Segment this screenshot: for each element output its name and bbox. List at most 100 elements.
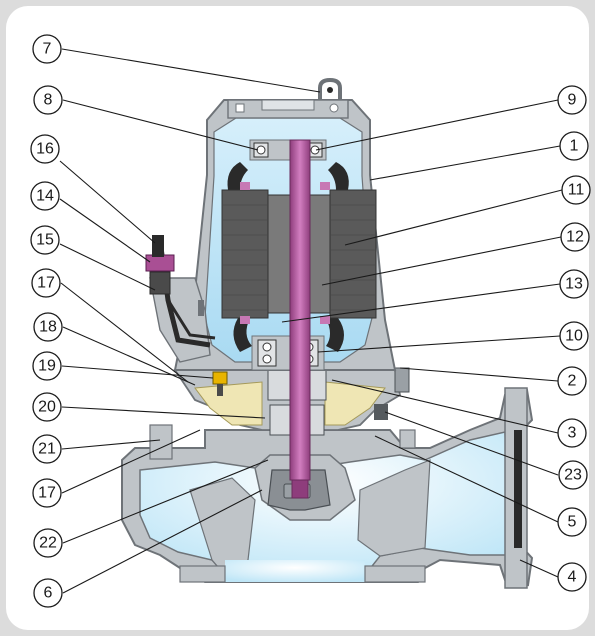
svg-text:7: 7 [43,41,52,58]
leader-23 [384,411,559,476]
svg-text:15: 15 [36,232,54,249]
callout: 22 [33,528,63,558]
callout: 5 [557,507,587,537]
inspection-plug [212,371,228,385]
leader-11 [344,189,563,246]
stator-winding-left-top [227,162,248,190]
svg-text:20: 20 [38,399,56,416]
leader-15 [59,243,156,291]
shaft-tip [291,479,309,499]
svg-text:18: 18 [39,319,57,336]
callout: 4 [557,562,587,592]
lifting-eye-hole [327,87,333,93]
svg-text:17: 17 [37,275,55,292]
callout: 23 [558,460,588,490]
leader-10 [317,335,561,353]
cable-gland [145,254,175,272]
oil-chamber-right [324,381,386,426]
callout: 21 [32,434,62,464]
svg-text:10: 10 [565,328,583,345]
volute-right-partition [357,459,431,557]
top-screw [329,103,339,113]
leader-lines [59,48,563,594]
leader-1 [369,145,561,181]
side-clamp-right [394,367,410,393]
callout: 17 [31,268,61,298]
housing-screw [198,300,204,316]
svg-text:6: 6 [44,585,53,602]
svg-text:14: 14 [36,188,54,205]
callout: 12 [560,222,590,252]
suction-inlet [225,560,365,582]
stator-winding-right-bot [326,318,344,352]
cable-sheath [152,235,164,257]
top-small-square [235,103,245,113]
svg-text:5: 5 [568,514,577,531]
rotor-left [267,194,291,314]
callout: 17 [32,478,62,508]
lower-bearing-left-ball-a [262,342,272,352]
oil-chamber-left [194,381,263,426]
svg-text:22: 22 [39,535,57,552]
discharge-gasket [514,430,522,548]
callout: 18 [33,312,63,342]
cable-entry [145,235,216,363]
svg-text:9: 9 [568,92,577,109]
inspection-plug-stem [217,384,223,396]
svg-text:23: 23 [564,467,582,484]
leader-16 [59,160,156,244]
svg-text:17: 17 [38,485,56,502]
leader-17a [60,282,189,383]
leader-9 [315,99,559,151]
callout: 3 [557,418,587,448]
leader-13 [281,283,561,323]
callout: 7 [32,34,62,64]
leader-17b [61,429,201,494]
leader-2 [399,367,559,382]
leader-20 [61,406,266,419]
svg-text:3: 3 [568,425,577,442]
stator-lamination-lines [222,204,376,311]
bolt-ear-left [149,424,173,460]
cable-clamp-right [374,404,388,420]
callout: 15 [30,225,60,255]
callout: 1 [559,131,589,161]
leader-22 [62,459,269,544]
svg-text:12: 12 [566,229,584,246]
motor-housing [173,77,397,371]
svg-text:1: 1 [570,138,579,155]
rotor-end-ring-top-left [240,182,250,190]
bottom-flange-left [179,565,226,583]
callout: 2 [557,366,587,396]
svg-text:19: 19 [38,358,56,375]
upper-bearing-right-ball [310,145,320,155]
shaft [289,139,311,499]
lower-bearing-left [257,339,277,367]
callout: 16 [30,134,60,164]
rotor-right [307,194,331,314]
svg-text:8: 8 [44,92,53,109]
leader-5 [374,435,559,523]
callout-labels: 7 8 16 14 15 17 18 19 20 21 17 22 6 9 1 … [30,34,591,608]
leader-4 [519,559,559,578]
rotor-end-ring-top-right [320,182,330,190]
leader-8 [62,99,259,151]
lifting-eye [318,77,342,100]
stator-left [221,189,269,319]
bolt-ear-right [399,429,416,449]
shaft-body [289,139,311,481]
leader-6 [62,489,263,594]
lower-bearing-left-ball-b [262,354,272,364]
svg-text:16: 16 [36,141,54,158]
svg-text:4: 4 [568,569,577,586]
svg-text:13: 13 [565,276,583,293]
leader-12 [321,236,562,286]
leader-21 [61,439,161,450]
callout: 19 [32,351,62,381]
svg-text:21: 21 [38,441,56,458]
callout: 14 [30,181,60,211]
leader-7 [61,48,321,93]
power-cable-2 [166,299,216,340]
callout: 13 [559,269,589,299]
